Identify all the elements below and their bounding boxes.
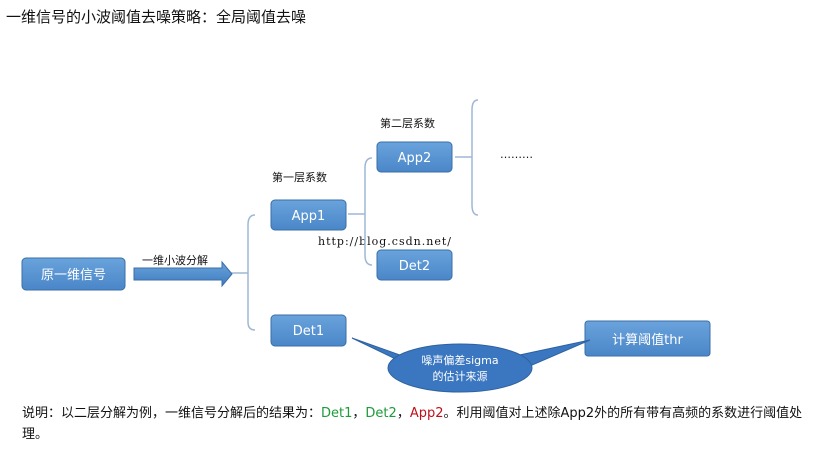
app1-box: App1 bbox=[270, 199, 347, 231]
app1-text: App1 bbox=[292, 209, 326, 224]
level2-bracket bbox=[364, 157, 373, 266]
callout-line2: 的估计来源 bbox=[433, 369, 488, 383]
sigma-callout: 噪声偏差sigma 的估计来源 bbox=[351, 337, 591, 393]
app2-text: App2 bbox=[398, 151, 432, 166]
threshold-box: 计算阈值thr bbox=[584, 320, 711, 357]
level1-label: 第一层系数 bbox=[272, 170, 327, 184]
threshold-text: 计算阈值thr bbox=[612, 332, 683, 348]
footer-prefix: 说明：以二层分解为例，一维信号分解后的结果为： bbox=[22, 406, 322, 421]
det1-box: Det1 bbox=[270, 314, 347, 347]
footer-det2: Det2 bbox=[365, 406, 397, 421]
det2-box: Det2 bbox=[376, 249, 453, 281]
footer-suffix: 。利用阈值对上述除App2外的所有带有高频的系数进行阈值处理。 bbox=[22, 406, 803, 442]
source-signal-box: 原一维信号 bbox=[21, 257, 126, 291]
footer-note: 说明：以二层分解为例，一维信号分解后的结果为：Det1，Det2，App2。利用… bbox=[22, 403, 822, 445]
det1-text: Det1 bbox=[293, 324, 324, 339]
watermark-text: http://blog.csdn.net/ bbox=[318, 235, 452, 248]
footer-app2: App2 bbox=[409, 406, 444, 421]
source-signal-text: 原一维信号 bbox=[41, 268, 106, 283]
footer-sep2: ， bbox=[396, 406, 410, 421]
page-title: 一维信号的小波阈值去噪策略：全局阈值去噪 bbox=[6, 8, 307, 26]
det2-text: Det2 bbox=[399, 259, 430, 274]
callout-line1: 噪声偏差sigma bbox=[421, 353, 498, 367]
level2-label: 第二层系数 bbox=[380, 116, 435, 130]
footer-det1: Det1 bbox=[321, 406, 353, 421]
level3-bracket bbox=[471, 99, 479, 216]
decompose-label: 一维小波分解 bbox=[142, 253, 208, 267]
ellipsis-label: ……… bbox=[500, 148, 533, 161]
level1-bracket bbox=[247, 214, 256, 331]
decompose-arrow bbox=[133, 260, 233, 288]
app2-box: App2 bbox=[376, 141, 453, 173]
footer-sep1: ， bbox=[352, 406, 366, 421]
